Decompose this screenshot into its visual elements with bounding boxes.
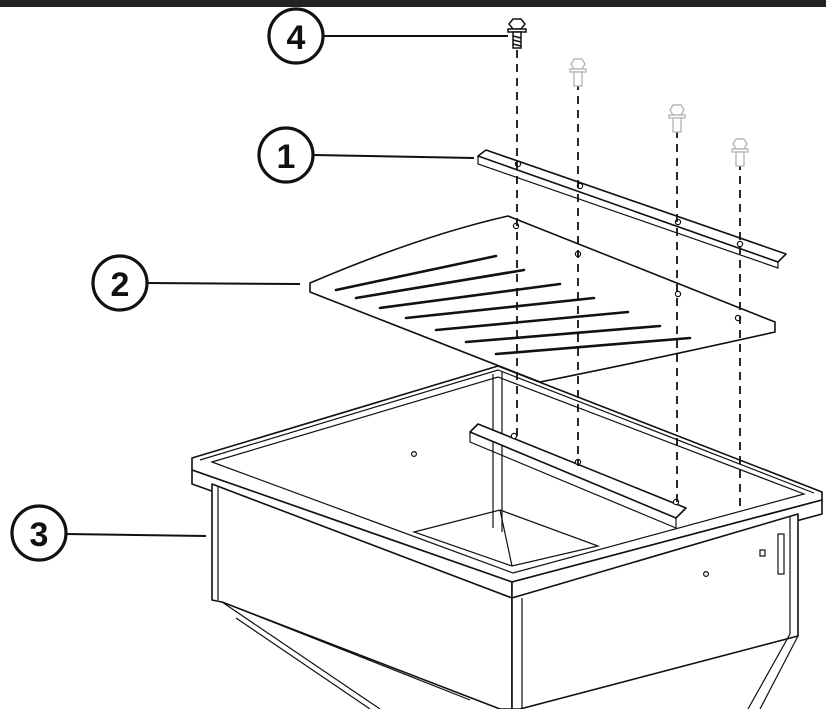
alignment-lines — [516, 50, 741, 506]
bolt-icon — [668, 104, 686, 133]
top-border-bar — [0, 0, 826, 7]
hopper-rim-front-right — [511, 499, 823, 599]
callout-2-label: 2 — [111, 266, 130, 304]
hopper-taper-right — [759, 635, 799, 709]
callout-3: 3 — [10, 504, 207, 562]
bolt-icon — [569, 58, 587, 87]
callout-3-label: 3 — [30, 516, 49, 554]
callout-2: 2 — [91, 254, 301, 312]
bolt-icon — [507, 18, 527, 49]
callout-1-label: 1 — [277, 138, 296, 176]
bolt-icon — [731, 138, 749, 167]
top-bracket-strip — [477, 149, 787, 269]
hopper-bin — [191, 365, 823, 709]
callout-1: 1 — [257, 126, 475, 184]
slotted-grate-plate — [309, 215, 776, 383]
hopper-rim-inner — [210, 376, 806, 574]
hopper-inner-funnel — [411, 509, 601, 567]
hopper-taper-left — [221, 601, 381, 709]
hopper-right-wall — [511, 513, 799, 709]
callout-4: 4 — [267, 7, 508, 65]
callout-4-label: 4 — [287, 19, 306, 57]
